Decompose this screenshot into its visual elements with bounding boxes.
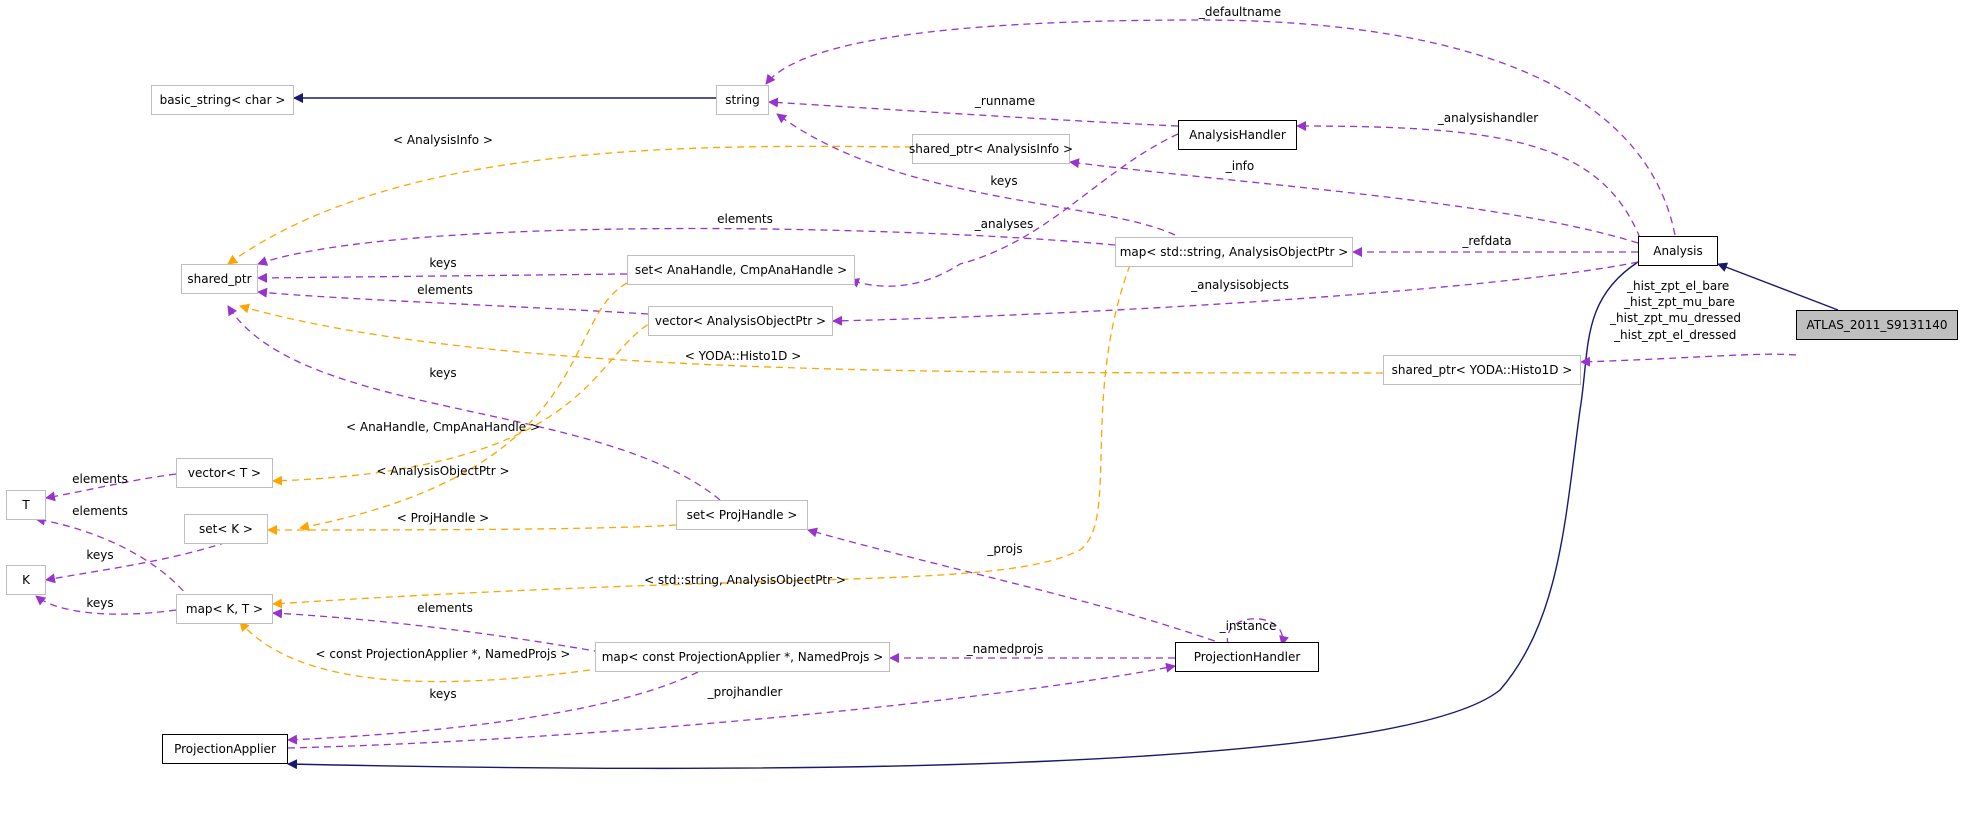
label-keys-string: keys	[990, 174, 1018, 188]
label-elements-t-2: elements	[72, 504, 128, 518]
edge-atlas-to-analysis	[1717, 262, 1839, 311]
node-analysis[interactable]: Analysis	[1638, 236, 1718, 266]
label-runname: _runname	[974, 94, 1036, 108]
inheritance-edges	[287, 93, 1839, 770]
label-keys-shared-ptr-3: keys	[429, 366, 457, 380]
edge-analysis-to-projection-applier	[287, 261, 1639, 770]
label-analysisinfo: < AnalysisInfo >	[393, 133, 493, 147]
node-vector-aop[interactable]: vector< AnalysisObjectPtr >	[648, 306, 833, 336]
node-atlas-2011-s9131140[interactable]: ATLAS_2011_S9131140	[1796, 310, 1958, 340]
label-defaultname: _defaultname	[1198, 5, 1282, 19]
edge-analyses	[849, 133, 1179, 288]
node-t[interactable]: T	[6, 490, 46, 520]
node-set-projhandle[interactable]: set< ProjHandle >	[676, 500, 808, 530]
label-elements-shared-ptr-2: elements	[417, 283, 473, 297]
edge-tmpl-anahandle	[299, 282, 628, 532]
label-elements-shared-ptr: elements	[717, 212, 773, 226]
label-namedprojs: _namedprojs	[966, 642, 1044, 656]
usage-edges	[35, 19, 1797, 749]
label-aop: < AnalysisObjectPtr >	[376, 464, 510, 478]
label-elements-t-1: elements	[72, 472, 128, 486]
node-vector-t[interactable]: vector< T >	[176, 458, 273, 488]
edge-info	[1069, 158, 1639, 244]
node-string[interactable]: string	[716, 85, 769, 115]
label-instance: _instance	[1219, 619, 1277, 633]
node-map-string-aop[interactable]: map< std::string, AnalysisObjectPtr >	[1115, 237, 1353, 267]
edge-histograms	[1580, 353, 1797, 367]
node-k[interactable]: K	[6, 565, 46, 595]
node-shared-ptr[interactable]: shared_ptr	[181, 264, 258, 294]
label-keys-pa: keys	[429, 687, 457, 701]
edge-elements-shared-ptr	[257, 227, 1116, 266]
node-map-projection-applier[interactable]: map< const ProjectionApplier *, NamedPro…	[595, 642, 890, 672]
label-keys-k-1: keys	[86, 548, 114, 562]
edge-elements-t-1	[45, 473, 177, 502]
edge-projs	[807, 527, 1227, 646]
edge-instance	[1226, 618, 1289, 646]
label-refdata: _refdata	[1462, 234, 1512, 248]
label-info: _info	[1225, 159, 1255, 173]
node-projection-handler[interactable]: ProjectionHandler	[1175, 642, 1319, 672]
node-analysis-handler[interactable]: AnalysisHandler	[1178, 120, 1297, 150]
label-histo1d: < YODA::Histo1D >	[684, 349, 802, 363]
node-set-k[interactable]: set< K >	[184, 514, 268, 544]
node-set-anahandle[interactable]: set< AnaHandle, CmpAnaHandle >	[627, 255, 855, 285]
node-shared-ptr-analysis-info[interactable]: shared_ptr< AnalysisInfo >	[909, 134, 1073, 164]
edge-tmpl-histo1d	[239, 303, 1384, 374]
edge-defaultname	[765, 19, 1676, 236]
node-basic-string[interactable]: basic_string< char >	[151, 85, 294, 115]
edge-keys-shared-ptr-3	[227, 305, 721, 501]
node-map-k-t[interactable]: map< K, T >	[176, 594, 273, 624]
edge-analysisobjects	[832, 261, 1639, 326]
edge-tmpl-string-aop	[272, 264, 1131, 609]
edge-tmpl-aop	[272, 318, 659, 486]
label-hist-zpt-mu-bare: _hist_zpt_mu_bare	[1624, 295, 1735, 309]
label-string-aop: < std::string, AnalysisObjectPtr >	[644, 573, 846, 587]
edge-keys-projection-applier	[287, 671, 699, 745]
label-keys-shared-ptr-1: keys	[429, 256, 457, 270]
label-hist-zpt-mu-dressed: _hist_zpt_mu_dressed	[1610, 311, 1741, 325]
edge-elements-t-2	[35, 515, 192, 601]
edge-elements-shared-ptr-2	[257, 287, 649, 315]
label-hist-zpt-el-bare: _hist_zpt_el_bare	[1627, 279, 1730, 293]
label-analysisobjects: _analysisobjects	[1191, 278, 1289, 292]
label-hist-zpt-el-dressed: _hist_zpt_el_dressed	[1614, 328, 1737, 342]
label-analyses: _analyses	[974, 217, 1034, 231]
node-projection-applier[interactable]: ProjectionApplier	[162, 734, 288, 764]
edge-analysishandler	[1296, 121, 1641, 239]
label-keys-k-2: keys	[86, 596, 114, 610]
edge-projhandler	[287, 662, 1176, 749]
edge-tmpl-const-pa	[239, 621, 591, 683]
template-edges	[227, 145, 1384, 683]
edge-keys-shared-ptr-1	[257, 272, 628, 283]
edge-keys-string	[776, 113, 1176, 236]
label-analysishandler: _analysishandler	[1437, 111, 1539, 125]
label-anahandle-cmp: < AnaHandle, CmpAnaHandle >	[345, 420, 541, 434]
edge-keys-k-1	[45, 537, 239, 584]
label-elements-map-kt: elements	[417, 601, 473, 615]
label-projhandler: _projhandler	[707, 685, 783, 699]
label-const-pa: < const ProjectionApplier *, NamedProjs …	[315, 647, 571, 661]
node-shared-ptr-histo1d[interactable]: shared_ptr< YODA::Histo1D >	[1383, 355, 1581, 385]
edge-tmpl-projhandle	[267, 524, 677, 535]
edge-tmpl-analysisinfo	[227, 145, 913, 265]
label-projhandle: < ProjHandle >	[396, 511, 490, 525]
label-projs: _projs	[987, 542, 1023, 556]
edge-runname	[768, 97, 1179, 127]
